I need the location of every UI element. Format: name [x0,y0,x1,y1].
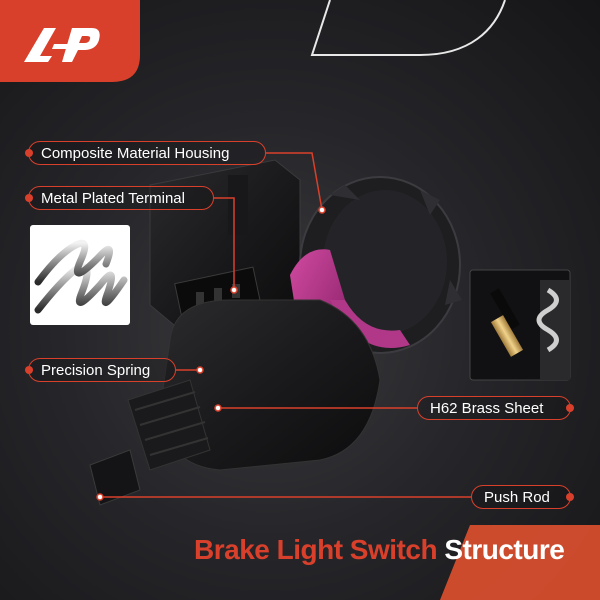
callout-rod: Push Rod [471,485,574,509]
brass-inset [469,269,571,381]
brake-switch-body [89,159,462,506]
callout-dot-icon [566,404,574,412]
callout-housing-text: Composite Material Housing [41,145,230,162]
callout-dot-icon [566,493,574,501]
decorative-outline [310,0,506,56]
callout-terminal: Metal Plated Terminal [25,186,214,210]
title-part1: Brake Light Switch [194,534,438,565]
callout-brass: H62 Brass Sheet [417,396,574,420]
callout-dot-icon [25,366,33,374]
page-title: Brake Light Switch Structure [194,534,565,566]
callout-spring: Precision Spring [25,358,176,382]
title-part2: Structure [444,534,565,565]
callout-terminal-text: Metal Plated Terminal [41,190,185,207]
brand-logo-icon [24,28,100,62]
callout-housing: Composite Material Housing [25,141,266,165]
spring-inset [30,225,130,325]
callout-dot-icon [25,149,33,157]
callout-rod-text: Push Rod [484,489,550,506]
callout-dot-icon [25,194,33,202]
callout-spring-text: Precision Spring [41,362,151,379]
callout-brass-text: H62 Brass Sheet [430,400,544,417]
